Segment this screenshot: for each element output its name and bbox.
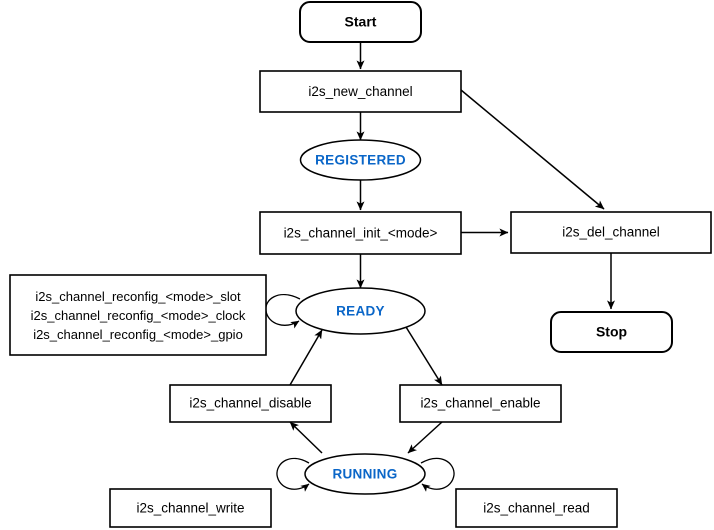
new-channel-label: i2s_new_channel <box>308 84 412 99</box>
node-channel-init[interactable]: i2s_channel_init_<mode> <box>259 211 462 255</box>
channel-enable-shape <box>399 384 562 423</box>
stop-label: Stop <box>596 324 627 340</box>
edge-running-self-loop-write <box>276 457 310 492</box>
registered-label: REGISTERED <box>315 153 406 168</box>
del-channel-label: i2s_del_channel <box>562 225 660 240</box>
node-running[interactable]: RUNNING <box>304 453 426 495</box>
channel-reconfig-line-2: i2s_channel_reconfig_<mode>_clock <box>31 308 246 323</box>
del-channel-shape <box>510 211 712 254</box>
node-del-channel[interactable]: i2s_del_channel <box>510 211 712 254</box>
ready-shape <box>295 287 426 335</box>
channel-reconfig-line-3: i2s_channel_reconfig_<mode>_gpio <box>33 327 243 342</box>
node-stop[interactable]: Stop <box>550 311 673 353</box>
stop-shape <box>550 311 673 353</box>
node-channel-write[interactable]: i2s_channel_write <box>109 488 272 528</box>
channel-disable-shape <box>169 384 332 423</box>
registered-shape <box>299 139 422 181</box>
channel-disable-label: i2s_channel_disable <box>189 396 311 411</box>
channel-init-label: i2s_channel_init_<mode> <box>284 226 438 241</box>
node-channel-read[interactable]: i2s_channel_read <box>455 488 618 528</box>
running-label: RUNNING <box>332 467 397 482</box>
edge-running-to-channel-disable <box>289 421 323 454</box>
channel-read-shape <box>455 488 618 528</box>
node-registered[interactable]: REGISTERED <box>299 139 422 181</box>
channel-enable-label: i2s_channel_enable <box>420 396 540 411</box>
channel-write-label: i2s_channel_write <box>136 501 244 516</box>
edge-ready-to-channel-enable <box>405 326 443 386</box>
edge-channel-enable-to-running <box>407 421 443 454</box>
channel-reconfig-shape <box>9 274 267 356</box>
edge-ready-self-loop-reconfig <box>265 294 301 329</box>
edge-new-channel-to-del-channel <box>460 89 605 210</box>
channel-init-shape <box>259 211 462 255</box>
node-channel-reconfig[interactable]: i2s_channel_reconfig_<mode>_slot i2s_cha… <box>9 274 267 356</box>
node-channel-disable[interactable]: i2s_channel_disable <box>169 384 332 423</box>
ready-label: READY <box>336 304 385 319</box>
new-channel-shape <box>259 70 462 113</box>
node-new-channel[interactable]: i2s_new_channel <box>259 70 462 113</box>
node-start[interactable]: Start <box>299 1 422 43</box>
start-shape <box>299 1 422 43</box>
node-channel-enable[interactable]: i2s_channel_enable <box>399 384 562 423</box>
channel-write-shape <box>109 488 272 528</box>
running-shape <box>304 453 426 495</box>
channel-reconfig-line-1: i2s_channel_reconfig_<mode>_slot <box>35 289 241 304</box>
start-label: Start <box>345 14 377 30</box>
channel-read-label: i2s_channel_read <box>483 501 590 516</box>
edge-channel-disable-to-ready <box>289 329 323 386</box>
edge-running-self-loop-read <box>420 457 455 492</box>
node-ready[interactable]: READY <box>295 287 426 335</box>
